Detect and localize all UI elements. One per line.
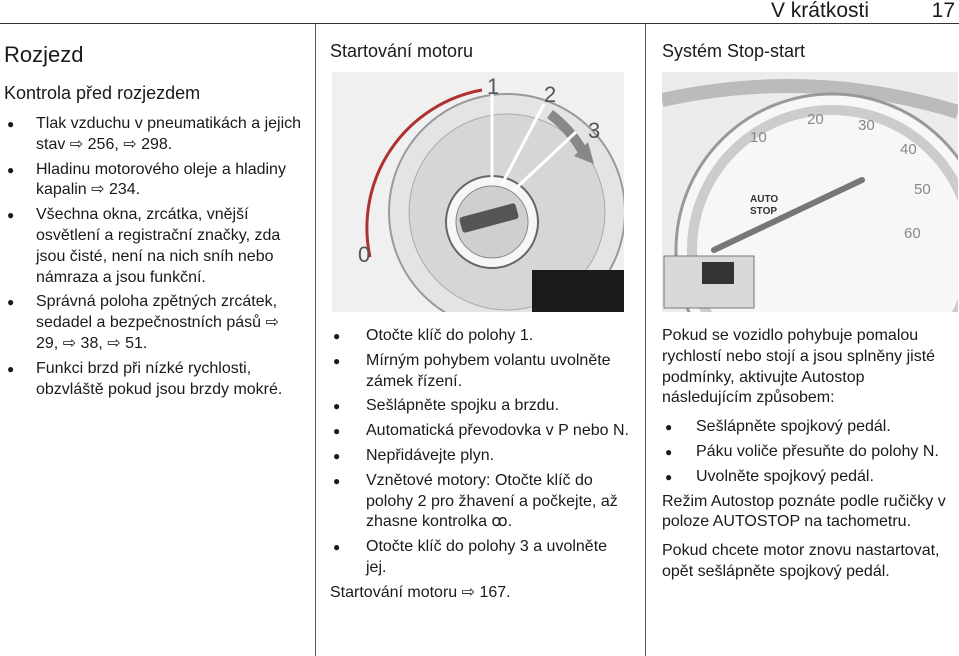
autostop-paragraph: Režim Autostop poznáte podle ručičky v p… <box>662 492 946 531</box>
tick-label: 60 <box>904 225 921 242</box>
section-title: Kontrola před rozjezdem <box>4 83 201 103</box>
cross-reference: Startování motoru ⇨ 167. <box>330 583 511 601</box>
column-divider <box>645 24 646 656</box>
list-item: Uvolněte spojkový pedál. <box>662 467 958 488</box>
list-item: Správná poloha zpětných zrcátek, sedadel… <box>4 292 304 354</box>
checklist: Tlak vzduchu v pneumatikách a jejich sta… <box>4 114 304 400</box>
column-start-checks: Rozjezd Kontrola před rozjezdem Tlak vzd… <box>4 24 304 404</box>
intro-paragraph: Pokud se vozidlo pohybuje pomalou rychlo… <box>662 327 936 407</box>
engine-start-steps: Otočte klíč do polohy 1. Mírným pohybem … <box>330 326 630 612</box>
page-number: 17 <box>931 0 955 22</box>
steps-list: Otočte klíč do polohy 1. Mírným pohybem … <box>330 326 630 579</box>
list-item: Sešlápněte spojkový pedál. <box>662 417 958 438</box>
steps-list: Sešlápněte spojkový pedál. Páku voliče p… <box>662 417 958 487</box>
ignition-figure: 0 1 2 3 <box>332 72 624 312</box>
list-item: Funkci brzd při nízké rychlosti, obzvláš… <box>4 359 304 401</box>
list-item: Automatická převodovka v P nebo N. <box>330 421 630 442</box>
list-item: Otočte klíč do polohy 3 a uvolněte jej. <box>330 537 630 579</box>
section-title: Startování motoru <box>330 41 474 61</box>
header-section-title: V krátkosti <box>770 0 869 22</box>
list-item: Všechna okna, zrcátka, vnější osvětlení … <box>4 205 304 288</box>
tachometer-figure: 10 20 30 40 50 60 AUTO STOP <box>662 72 958 312</box>
position-label-1: 1 <box>487 74 499 99</box>
restart-paragraph: Pokud chcete motor znovu nastartovat, op… <box>662 542 940 580</box>
list-item: Hladinu motorového oleje a hladiny kapal… <box>4 160 304 202</box>
tick-label: 50 <box>914 181 931 198</box>
page-header: V krátkosti 17 <box>0 0 959 24</box>
list-item: Páku voliče přesuňte do polohy N. <box>662 442 958 463</box>
list-item: Tlak vzduchu v pneumatikách a jejich sta… <box>4 114 304 156</box>
position-label-2: 2 <box>544 82 556 107</box>
tick-label: 40 <box>900 141 917 158</box>
list-item: Sešlápněte spojku a brzdu. <box>330 396 630 417</box>
stop-start-text: Pokud se vozidlo pohybuje pomalou rychlo… <box>662 326 958 591</box>
header-rule <box>0 23 959 24</box>
position-label-0: 0 <box>358 242 370 267</box>
chapter-title: Rozjezd <box>4 42 84 67</box>
column-engine-start: Startování motoru <box>330 24 630 62</box>
tick-label: 30 <box>858 117 875 134</box>
column-stop-start: Systém Stop-start <box>662 24 958 62</box>
list-item: Vznětové motory: Otočte klíč do polohy 2… <box>330 471 630 533</box>
position-label-3: 3 <box>588 118 600 143</box>
autostop-label: STOP <box>750 206 777 217</box>
column-divider <box>315 24 316 656</box>
list-item: Nepřidávejte plyn. <box>330 446 630 467</box>
tick-label: 10 <box>750 129 767 146</box>
tick-label: 20 <box>807 111 824 128</box>
tachometer-illustration: 10 20 30 40 50 60 AUTO STOP <box>662 72 958 312</box>
ignition-switch-illustration: 0 1 2 3 <box>332 72 624 312</box>
list-item: Otočte klíč do polohy 1. <box>330 326 630 347</box>
autostop-label: AUTO <box>750 194 778 205</box>
section-title: Systém Stop-start <box>662 41 806 61</box>
list-item: Mírným pohybem volantu uvolněte zámek ří… <box>330 351 630 393</box>
